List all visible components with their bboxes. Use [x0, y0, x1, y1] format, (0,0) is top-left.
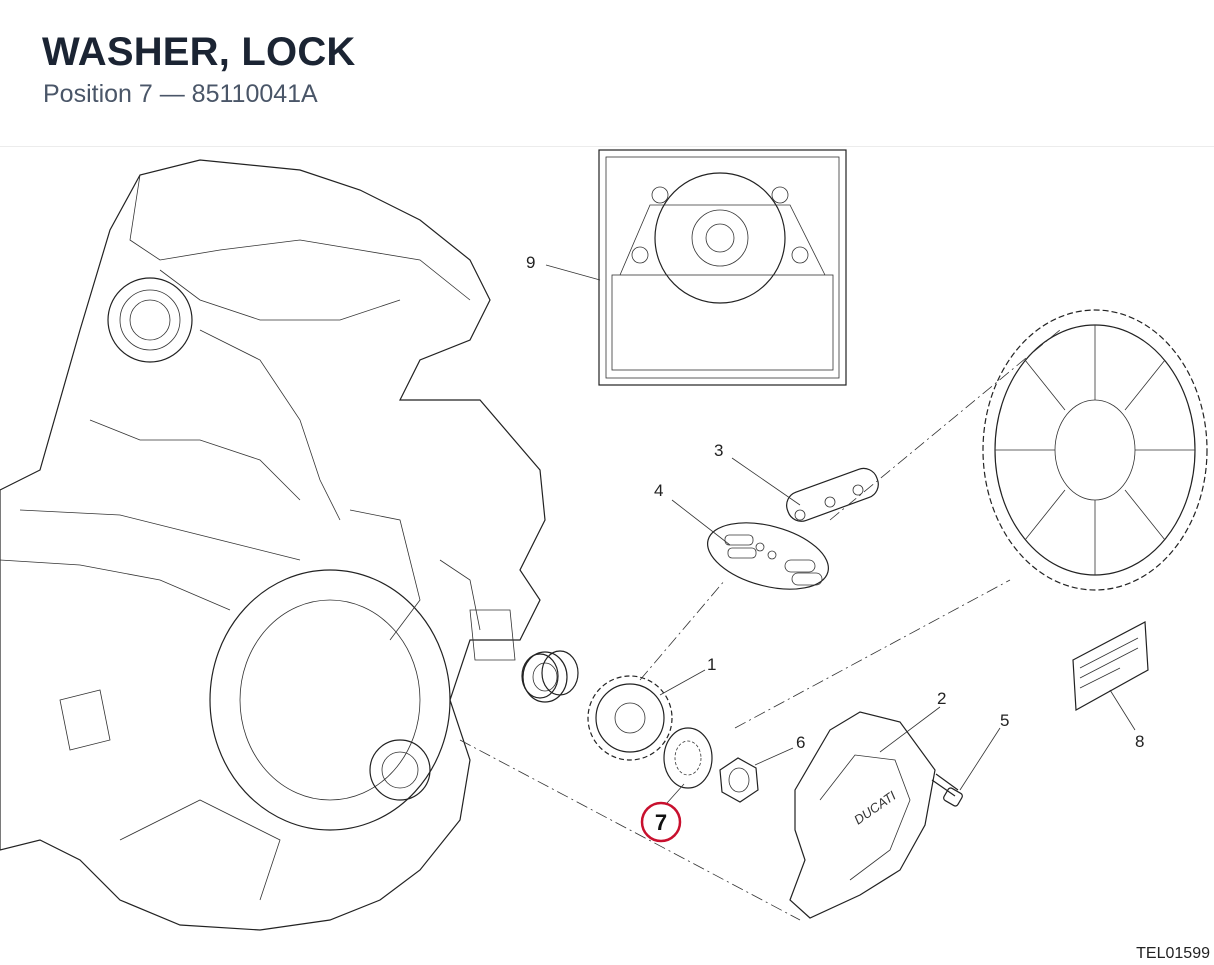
front-sprocket — [587, 675, 673, 761]
callout-3: 3 — [714, 441, 723, 460]
exploded-parts-diagram: DUCATI 9 3 4 1 2 5 6 8 — [0, 149, 1208, 931]
callout-9: 9 — [526, 253, 535, 272]
callout-8: 8 — [1135, 732, 1144, 751]
callout-5: 5 — [1000, 711, 1009, 730]
callout-1: 1 — [707, 655, 716, 674]
engine-illustration — [0, 159, 568, 931]
sprocket-cover: DUCATI — [789, 711, 936, 919]
highlighted-callout[interactable]: 7 — [640, 801, 682, 843]
lock-washer — [663, 727, 713, 789]
callout-4: 4 — [654, 481, 663, 500]
spacer-bushing — [521, 650, 579, 699]
cover-logo: DUCATI — [851, 788, 899, 828]
callout-labels: 9 3 4 1 2 5 6 8 — [526, 253, 1144, 752]
callout-2: 2 — [937, 689, 946, 708]
nut — [719, 757, 759, 803]
page-subtitle: Position 7 — 85110041A — [43, 80, 318, 108]
header: WASHER, LOCK Position 7 — 85110041A — [0, 0, 1214, 147]
rear-sprocket — [982, 309, 1208, 591]
bolt — [931, 773, 963, 807]
callout-6: 6 — [796, 733, 805, 752]
callout-7: 7 — [655, 810, 667, 835]
master-link-kit — [707, 522, 829, 590]
chain-link — [786, 467, 879, 522]
leader-lines — [545, 264, 1136, 804]
highlight-ring — [640, 801, 682, 843]
page-title: WASHER, LOCK — [42, 30, 356, 74]
drawing-reference: TEL01599 — [1136, 945, 1210, 962]
chain-path-lines — [459, 329, 1061, 921]
warning-label — [1072, 621, 1149, 711]
sprocket-kit-insert — [598, 149, 847, 386]
